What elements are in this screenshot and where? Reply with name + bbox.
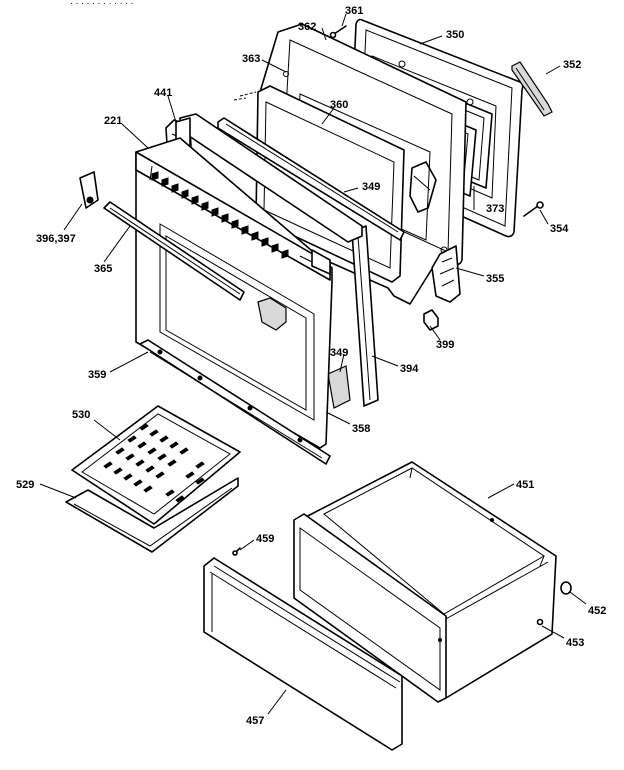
broiler-grid-slots xyxy=(103,423,205,503)
screw-459 xyxy=(232,547,241,556)
header-fragment: · · · · · · · · · · · · xyxy=(70,0,133,8)
callout-359: 359 xyxy=(88,369,106,381)
broiler-pan-529 xyxy=(65,477,239,553)
callout-399: 399 xyxy=(436,339,454,351)
callout-459: 459 xyxy=(256,533,274,545)
callout-451: 451 xyxy=(516,479,534,491)
control-vent-slots xyxy=(151,171,289,259)
drawer-front-panel-457 xyxy=(203,557,403,751)
handle-bracket-352 xyxy=(511,61,553,117)
callout-373: 373 xyxy=(486,203,504,215)
callout-394: 394 xyxy=(400,363,419,375)
callout-396-397: 396,397 xyxy=(36,233,76,245)
callout-354: 354 xyxy=(550,223,569,235)
callout-349-upper: 349 xyxy=(362,181,380,193)
callout-361: 361 xyxy=(345,5,363,17)
door-handle-365 xyxy=(103,201,245,301)
drawer-side-panel xyxy=(293,513,447,703)
callout-352: 352 xyxy=(563,59,581,71)
callout-362: 362 xyxy=(298,21,316,33)
callout-530: 530 xyxy=(72,409,90,421)
hinge-355 xyxy=(431,245,461,303)
trim-strip-349-upper xyxy=(217,117,405,241)
gasket-349-lower xyxy=(327,365,351,409)
callout-360: 360 xyxy=(330,99,348,111)
callout-221: 221 xyxy=(104,115,122,127)
screw-453 xyxy=(536,618,544,626)
callout-441: 441 xyxy=(154,87,172,99)
broiler-pan-grid-530 xyxy=(71,405,241,525)
callout-365: 365 xyxy=(94,263,112,275)
callout-529: 529 xyxy=(16,479,34,491)
screw-354 xyxy=(523,201,544,217)
callout-350: 350 xyxy=(446,29,464,41)
bottom-trim-359 xyxy=(139,339,331,465)
callout-452: 452 xyxy=(588,605,606,617)
clip-399 xyxy=(423,309,439,331)
hinge-bracket-396-397 xyxy=(79,171,99,209)
callout-457: 457 xyxy=(246,715,264,727)
callout-labels: 361 350 362 363 352 441 360 221 349 373 … xyxy=(16,5,606,727)
screw-361 xyxy=(329,25,347,39)
callout-355: 355 xyxy=(486,273,504,285)
callout-453: 453 xyxy=(566,637,584,649)
grommet-452 xyxy=(560,581,572,595)
callout-363: 363 xyxy=(242,53,260,65)
callout-358: 358 xyxy=(352,423,370,435)
callout-349-lower: 349 xyxy=(330,347,348,359)
leader-lines xyxy=(39,13,587,715)
